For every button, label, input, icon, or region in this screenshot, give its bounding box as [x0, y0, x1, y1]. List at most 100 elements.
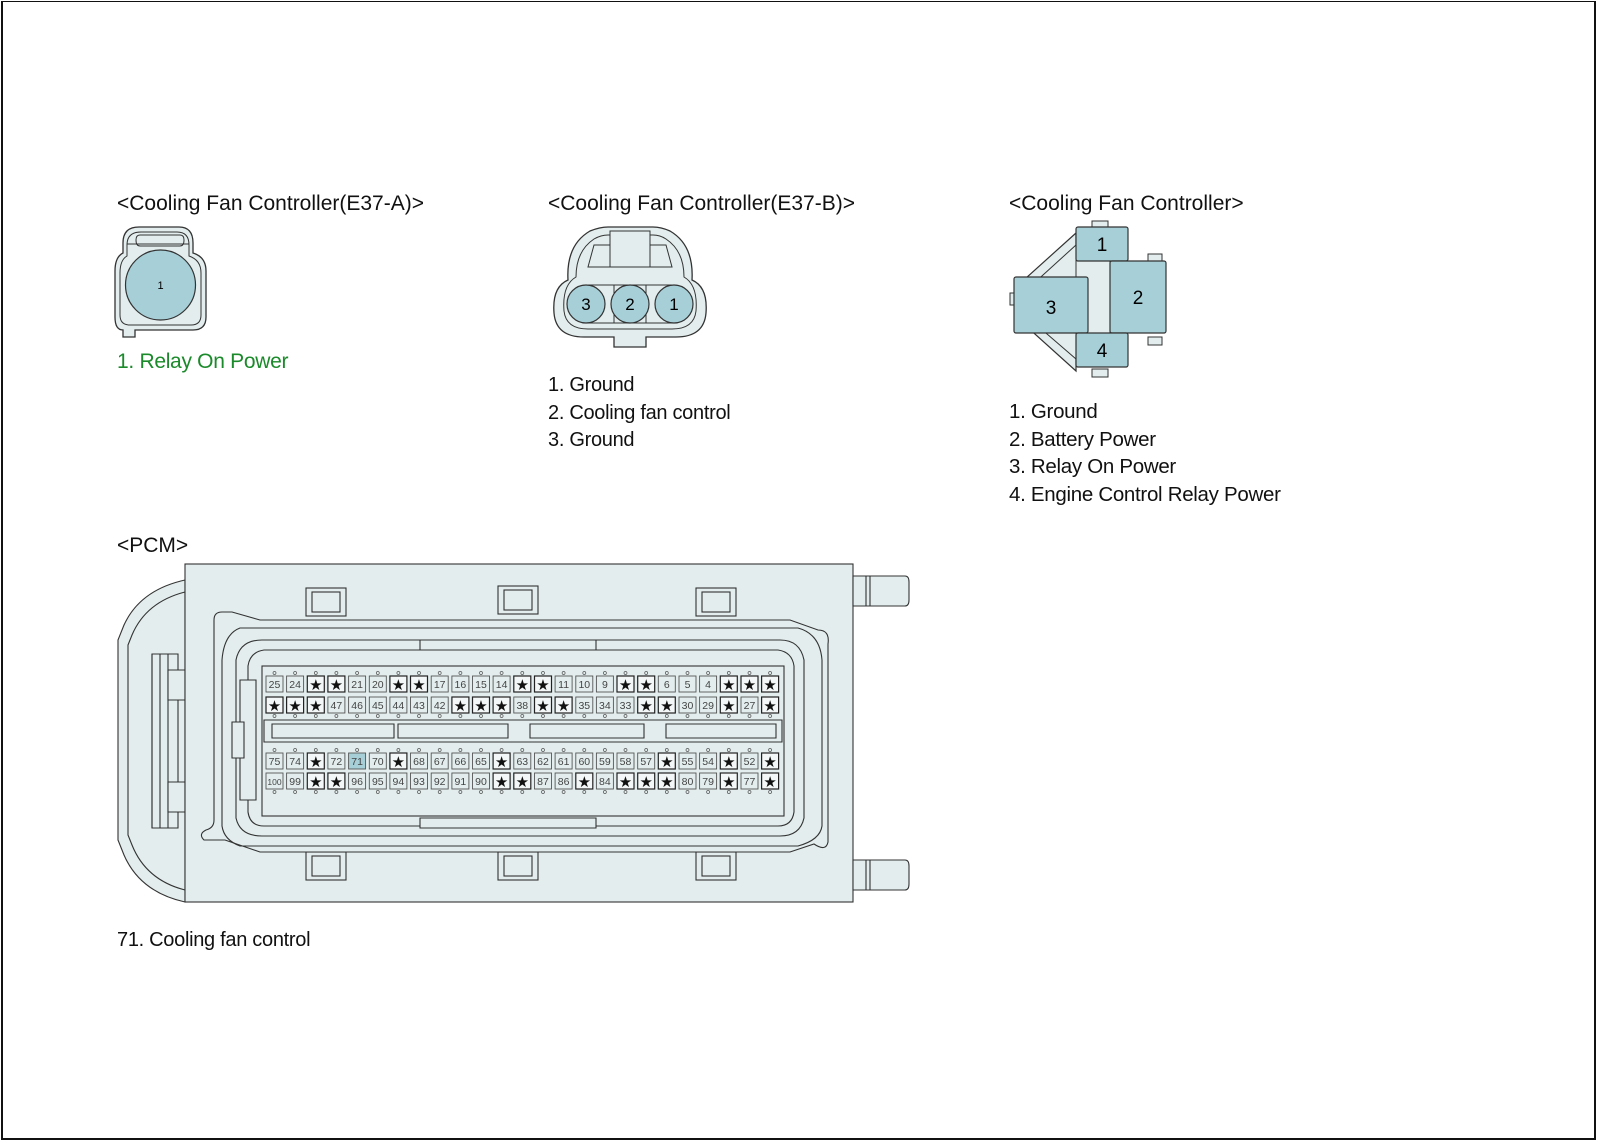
pcm-pin-empty — [740, 675, 759, 693]
pcm-pin-tab — [313, 748, 318, 752]
pcm-pin-tab — [644, 748, 649, 752]
pcm-pin-empty-symbol: ★ — [330, 774, 343, 791]
pcm-legend-item: 71. Cooling fan control — [117, 929, 311, 951]
pcm-pin-empty-symbol: ★ — [722, 774, 735, 791]
pcm-pin-tab — [417, 671, 421, 675]
pcm-pin-tab — [582, 671, 587, 675]
e37b-pin-2 — [610, 284, 650, 324]
pcm-pin-empty — [306, 752, 325, 770]
pcm-pin-38 — [513, 696, 532, 714]
pcm-pin-label: 5 — [685, 679, 691, 691]
pcm-latch — [497, 585, 539, 615]
pcm-pin-label: 27 — [744, 700, 756, 712]
e37b-pin-1 — [654, 284, 694, 324]
cfc-pin-3 — [1013, 276, 1089, 334]
pcm-pin-tab — [706, 671, 710, 675]
pcm-pin-label: 100 — [267, 777, 281, 787]
cfc-pin-1 — [1075, 226, 1129, 262]
pcm-pin-tab — [747, 671, 752, 675]
pcm-pin-empty — [719, 772, 738, 790]
pcm-pin-tab — [747, 714, 752, 718]
pcm-pin-empty — [637, 772, 656, 790]
pcm-pin-tab — [603, 748, 607, 752]
pcm-pin-24 — [286, 675, 305, 693]
pcm-pin-label: 4 — [705, 679, 711, 691]
pcm-pin-label: 77 — [744, 776, 756, 788]
cfc-title: <Cooling Fan Controller> — [1009, 192, 1244, 215]
pcm-pin-tab — [479, 671, 483, 675]
pcm-pin-tab — [334, 671, 339, 675]
pcm-pin-57 — [637, 752, 656, 770]
pcm-pin-tab — [293, 714, 297, 718]
pcm-pin-75 — [265, 752, 284, 770]
pcm-pin-label: 44 — [393, 700, 405, 712]
pcm-pin-label: 93 — [413, 776, 425, 788]
pcm-pin-tab — [293, 790, 297, 794]
pcm-pin-tab — [768, 714, 772, 718]
pcm-pin-empty-symbol: ★ — [268, 698, 281, 715]
pcm-pin-tab — [603, 671, 607, 675]
pcm-pin-empty-symbol: ★ — [309, 698, 322, 715]
pcm-pin-label: 61 — [558, 756, 570, 768]
pcm-pin-94 — [389, 772, 408, 790]
pcm-pin-label: 10 — [578, 679, 590, 691]
cfc-connector: 1 2 3 4 — [1009, 220, 1167, 378]
pcm-pin-tab — [458, 671, 463, 675]
pcm-pin-63 — [513, 752, 532, 770]
e37a-title: <Cooling Fan Controller(E37-A)> — [117, 192, 424, 215]
pcm-pin-tab — [768, 748, 772, 752]
pcm-pin-16 — [451, 675, 470, 693]
pcm-pin-label: 67 — [434, 756, 446, 768]
pcm-pin-label: 80 — [682, 776, 694, 788]
pcm-pin-label: 17 — [434, 679, 446, 691]
pcm-pin-74 — [286, 752, 305, 770]
pcm-pin-empty — [575, 772, 594, 790]
pcm-pin-empty-symbol: ★ — [660, 754, 673, 771]
pcm-pin-66 — [451, 752, 470, 770]
pcm-pin-93 — [410, 772, 428, 790]
pcm-pin-tab — [479, 790, 483, 794]
cfc-pin-4 — [1075, 332, 1129, 368]
pcm-pin-tab — [541, 790, 545, 794]
pcm-pin-empty-symbol: ★ — [660, 774, 673, 791]
pcm-pin-label: 84 — [599, 776, 611, 788]
pcm-pin-6 — [657, 675, 676, 693]
pcm-pin-empty-symbol: ★ — [392, 677, 405, 694]
pcm-pin-empty — [616, 772, 635, 790]
pcm-latch-inner — [311, 855, 341, 877]
pcm-pin-label: 72 — [331, 756, 343, 768]
pcm-pin-empty — [409, 675, 429, 693]
pcm-pin-tab — [520, 748, 525, 752]
pcm-pin-label: 68 — [413, 756, 425, 768]
pcm-pin-empty-symbol: ★ — [516, 677, 529, 694]
cfc-legend-item: 1. Ground — [1009, 400, 1098, 423]
pcm-pin-tab — [293, 671, 297, 675]
pcm-latch-inner — [503, 589, 533, 611]
pcm-pin-tab — [541, 671, 545, 675]
pcm-pin-25 — [265, 675, 284, 693]
pcm-pin-empty — [760, 752, 780, 770]
pcm-pin-label: 43 — [413, 700, 425, 712]
pcm-pin-tab — [664, 671, 669, 675]
pcm-pin-tab — [685, 790, 690, 794]
pcm-pin-87 — [534, 772, 552, 790]
pcm-pin-9 — [595, 675, 614, 693]
pcm-pin-label: 92 — [434, 776, 446, 788]
pcm-pin-35 — [575, 696, 594, 714]
pcm-pin-20 — [368, 675, 387, 693]
pcm-pin-77 — [740, 772, 759, 790]
pcm-pin-tab — [355, 748, 359, 752]
pcm-pin-100 — [265, 772, 284, 790]
pcm-pin-tab — [272, 714, 277, 718]
pcm-pin-label: 70 — [372, 756, 384, 768]
pcm-pin-tab — [272, 671, 277, 675]
pcm-pin-empty-symbol: ★ — [454, 698, 467, 715]
pcm-pin-tab — [458, 714, 463, 718]
pcm-pin-tab — [375, 790, 380, 794]
pcm-pin-tab — [726, 748, 731, 752]
pcm-pin-tab — [623, 790, 628, 794]
pcm-pin-tab — [726, 790, 731, 794]
pcm-pin-empty-symbol: ★ — [619, 774, 632, 791]
pcm-pin-tab — [293, 748, 297, 752]
